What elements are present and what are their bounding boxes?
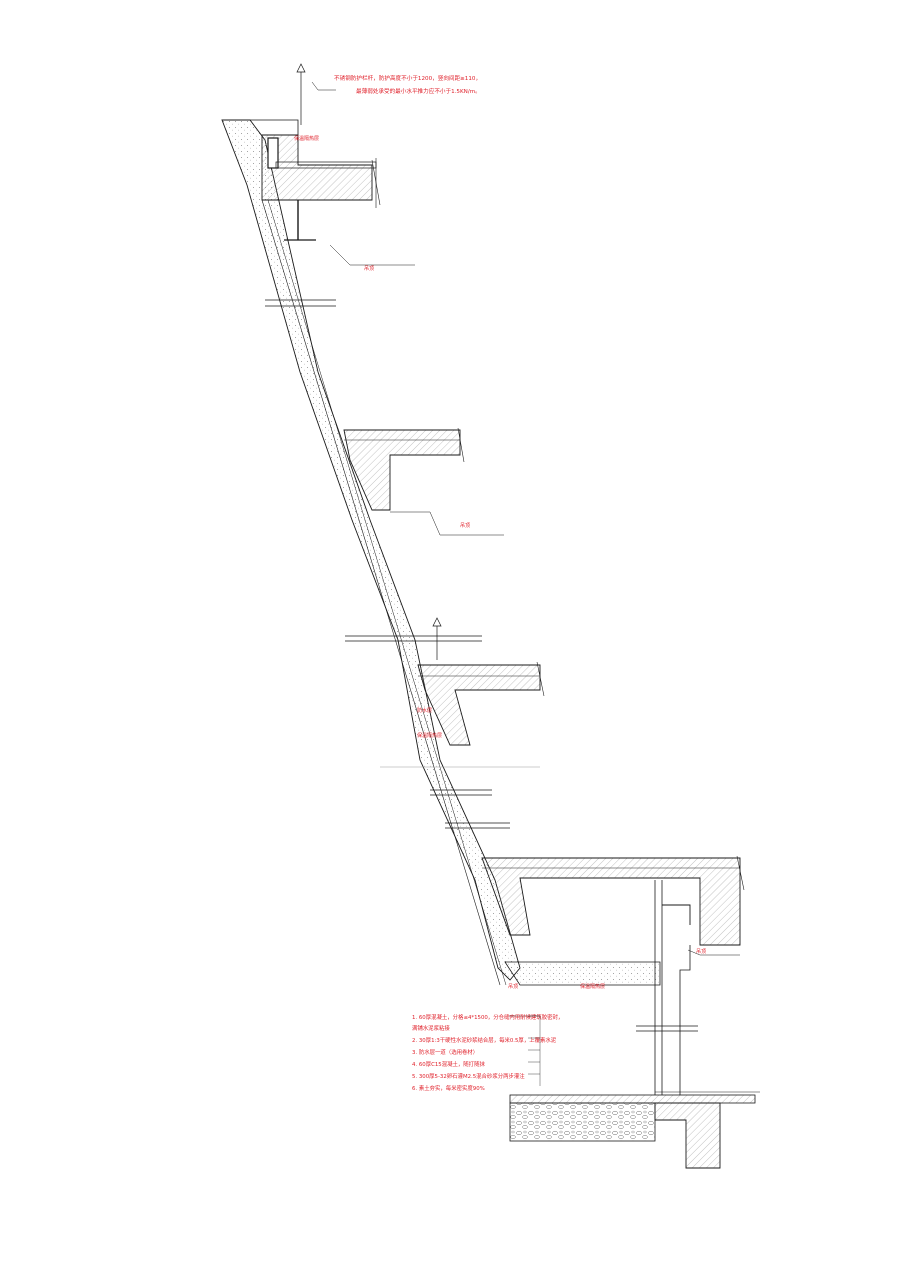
ground-floor-slab [481,855,745,1095]
top-note-line2: 最薄弱处承受的最小水平推力应不小于1.5KN/m。 [356,87,481,95]
parapet-slab [261,63,381,241]
label-ceiling-2: 吊顶 [460,523,470,529]
top-note-line1: 不锈钢防护栏杆，防护高度不小于1200，竖向间距≥110， [334,74,481,82]
floor-slab-3 [417,617,545,746]
note-line: 4. 60厚C15混凝土，随打随抹 [412,1060,485,1068]
label-waterproof-1: 防水层 [417,707,432,714]
label-bottom-mid: 保温隔热层 [580,983,605,990]
note-line: 3. 防水层一道（选用卷材） [412,1048,478,1056]
label-ceiling-1: 吊顶 [364,266,374,272]
sloped-facade [221,119,521,986]
note-line: 6. 素土夯实，每米密实度90% [412,1084,485,1092]
leader-lines [311,81,740,1017]
construction-notes: 1. 60厚混凝土，分格≤4*1500，分仓缝内用耐候建筑胶密封， 满铺水泥浆粘… [412,1013,563,1092]
break-lines [265,299,698,1032]
label-parapet: 保温隔热层 [294,135,319,142]
label-ceiling-3: 吊顶 [696,949,706,955]
note-line: 满铺水泥浆粘接 [412,1024,450,1032]
foundation [509,1091,760,1169]
note-line: 2. 30厚1:3干硬性水泥砂浆结合层，每米0.5厚，上覆素水泥 [412,1036,557,1044]
note-line: 5. 300厚5-32卵石灌M2.5混合砂浆分两步灌注 [412,1072,525,1080]
note-line: 1. 60厚混凝土，分格≤4*1500，分仓缝内用耐候建筑胶密封， [412,1013,563,1021]
label-waterproof-2: 保温隔热层 [417,732,442,739]
floor-slab-2 [343,427,465,511]
label-bottom-left: 吊顶 [508,984,518,990]
